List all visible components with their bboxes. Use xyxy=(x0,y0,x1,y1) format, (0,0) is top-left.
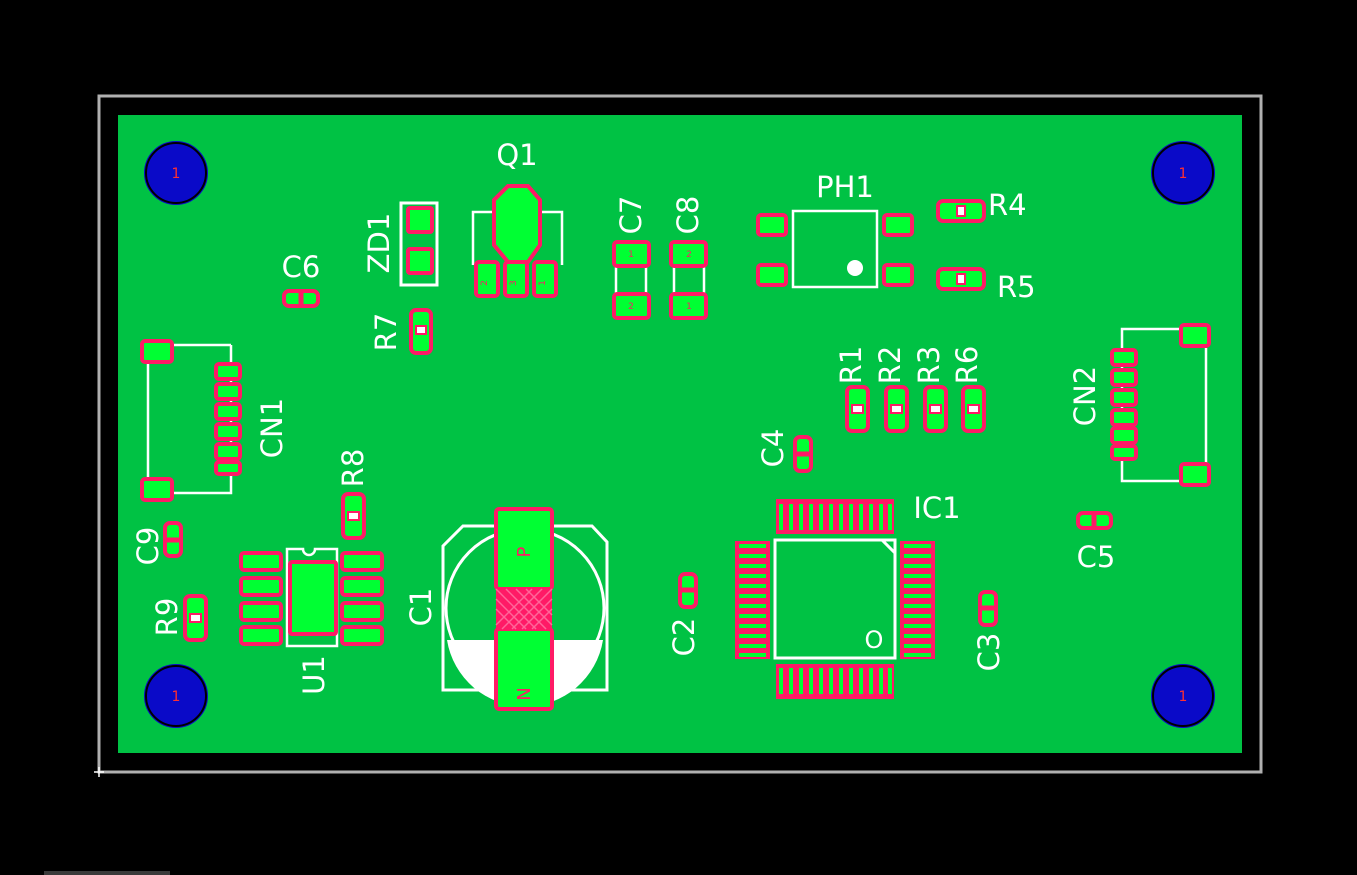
component-c2[interactable]: C2 xyxy=(667,572,701,657)
ref-label-r6: R6 xyxy=(950,346,984,385)
ref-label-c9: C9 xyxy=(131,527,165,566)
component-r6[interactable]: R6 xyxy=(950,346,986,433)
pad-number: 3 xyxy=(509,280,519,286)
pad-number: 2 xyxy=(628,302,634,312)
ref-label-r5: R5 xyxy=(997,270,1036,304)
ref-label-cn1: CN1 xyxy=(255,398,289,458)
mounting-hole-label: 1 xyxy=(1179,166,1188,182)
polarity-negative-mark: N xyxy=(514,687,535,700)
ref-label-r3: R3 xyxy=(912,346,946,385)
mounting-hole-top-right[interactable]: 1 xyxy=(1149,139,1217,207)
pad-number: 2 xyxy=(480,280,490,286)
ref-label-cn2: CN2 xyxy=(1068,366,1102,426)
component-c9[interactable]: C9 xyxy=(131,521,183,566)
ref-label-c5: C5 xyxy=(1077,540,1116,574)
component-ic1[interactable]: O IC1 xyxy=(735,491,961,699)
component-q1[interactable]: 2 3 1 Q1 xyxy=(471,138,564,298)
ref-label-c8: C8 xyxy=(671,196,705,235)
ref-label-c4: C4 xyxy=(756,429,790,468)
component-r5[interactable]: R5 xyxy=(936,267,1036,304)
ref-label-u1: U1 xyxy=(297,655,331,695)
ref-label-r1: R1 xyxy=(834,346,868,385)
mounting-hole-label: 1 xyxy=(1179,689,1188,705)
ref-label-ph1: PH1 xyxy=(816,170,874,204)
component-c7[interactable]: 1 2 C7 xyxy=(612,196,651,320)
component-cn1[interactable]: CN1 xyxy=(140,339,289,502)
component-c4[interactable]: C4 xyxy=(756,429,813,473)
ref-label-r8: R8 xyxy=(336,449,370,488)
pad-number: 1 xyxy=(628,250,634,260)
component-ph1[interactable]: PH1 xyxy=(756,170,914,289)
component-r8[interactable]: R8 xyxy=(336,449,370,540)
component-r7[interactable]: R7 xyxy=(369,308,433,355)
ref-label-c1: C1 xyxy=(404,588,438,627)
component-c6[interactable]: C6 xyxy=(282,250,321,308)
pad-number: 1 xyxy=(538,280,548,286)
ref-label-q1: Q1 xyxy=(496,138,537,172)
mounting-hole-label: 1 xyxy=(172,166,181,182)
component-c3[interactable]: C3 xyxy=(972,590,1006,672)
ref-label-ic1: IC1 xyxy=(913,491,960,525)
ref-label-r4: R4 xyxy=(988,188,1027,222)
component-r9[interactable]: R9 xyxy=(150,594,208,642)
polarity-positive-mark: P xyxy=(514,546,535,557)
component-u1[interactable]: U1 xyxy=(239,547,384,695)
component-r2[interactable]: R2 xyxy=(873,346,909,433)
origin-marker xyxy=(94,767,104,777)
ref-label-c2: C2 xyxy=(667,618,701,657)
component-c5[interactable]: C5 xyxy=(1076,511,1116,574)
pad-number: 1 xyxy=(686,302,692,312)
board-outline xyxy=(97,94,1263,774)
mounting-hole-bottom-left[interactable]: 1 xyxy=(142,662,210,730)
pad-number: 2 xyxy=(686,250,692,260)
mounting-hole-top-left[interactable]: 1 xyxy=(142,139,210,207)
component-r4[interactable]: R4 xyxy=(936,188,1027,223)
ref-label-zd1: ZD1 xyxy=(362,213,396,274)
ref-label-c3: C3 xyxy=(972,633,1006,672)
ref-label-c7: C7 xyxy=(614,196,648,235)
component-r3[interactable]: R3 xyxy=(912,346,948,433)
ref-label-r9: R9 xyxy=(150,598,184,637)
component-c1[interactable]: P N C1 xyxy=(404,507,609,711)
mounting-hole-bottom-right[interactable]: 1 xyxy=(1149,662,1217,730)
ref-label-c6: C6 xyxy=(282,250,321,284)
mounting-hole-label: 1 xyxy=(172,689,181,705)
ref-label-r7: R7 xyxy=(369,313,403,352)
ref-label-r2: R2 xyxy=(873,346,907,385)
ic1-pin1-mark: O xyxy=(865,626,884,654)
component-cn2[interactable]: CN2 xyxy=(1068,323,1211,487)
horizontal-scrollbar-thumb[interactable] xyxy=(44,871,170,875)
component-zd1[interactable]: ZD1 xyxy=(362,201,439,287)
component-c8[interactable]: 2 1 C8 xyxy=(669,196,708,320)
component-r1[interactable]: R1 xyxy=(834,346,870,433)
